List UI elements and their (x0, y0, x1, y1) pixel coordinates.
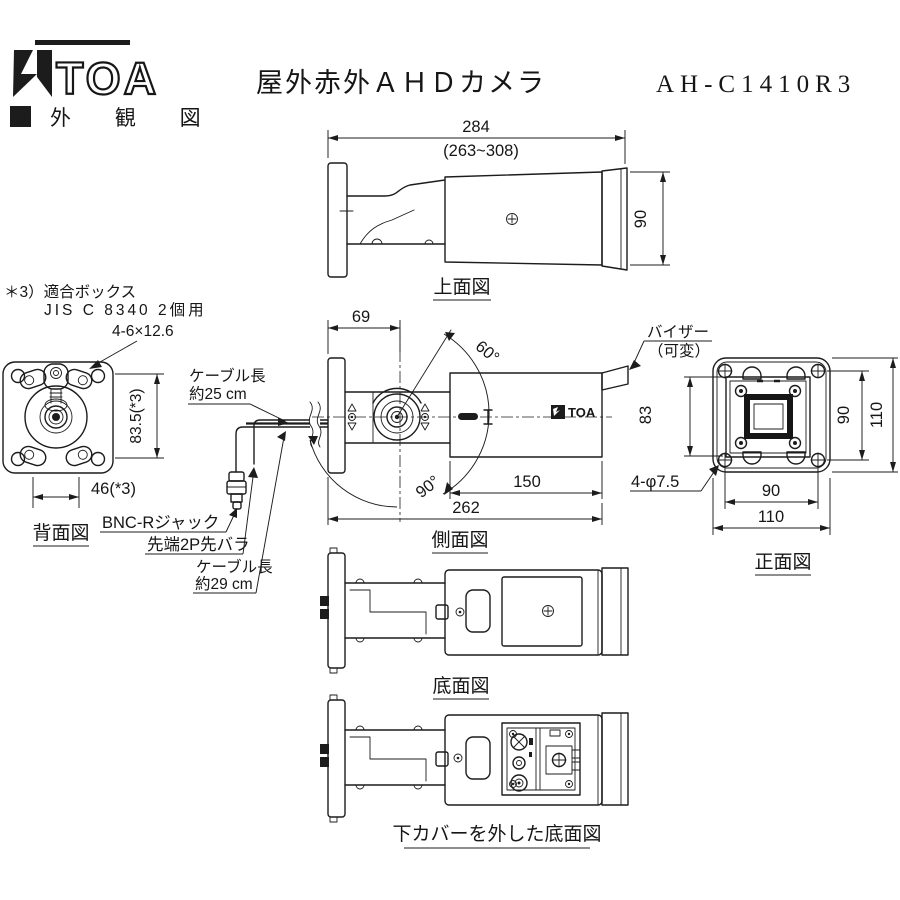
cable2-label-line2: 約29 cm (195, 575, 253, 593)
side-angle-down: 90° (413, 472, 444, 502)
body-logo-text: TOA (568, 405, 596, 420)
front-view: 83 90 110 90 110 4-φ7.5 正面図 (630, 357, 898, 576)
front-view-label: 正面図 (754, 552, 811, 573)
note-block: ＊3）適合ボックス JIS C 8340 2個用 4-6×12.6 (4, 283, 207, 369)
front-dim-outer-v: 110 (868, 402, 886, 428)
adjust-knob (512, 756, 526, 770)
side-wall-plate (327, 357, 346, 474)
side-joint (373, 393, 421, 441)
side-dim-arm: 69 (352, 308, 370, 326)
adjust-knob (510, 733, 528, 751)
top-camera-body (444, 171, 603, 266)
section-square-icon (10, 106, 31, 127)
model-number: AH-C1410R3 (656, 71, 856, 98)
top-visor (601, 167, 628, 271)
cable-assembly: ケーブル長 約25 cm BNC-Rジャック 先端2P先バラ ケーブル長 約29… (100, 366, 329, 594)
side-visor (601, 365, 629, 391)
front-inner-plate (725, 376, 811, 458)
toa-logo-icon: TOA (13, 40, 159, 105)
bottom-cover (501, 576, 583, 647)
top-dim-width: 284 (462, 118, 490, 136)
side-view-label: 側面図 (431, 529, 488, 551)
logo-text: TOA (56, 53, 159, 104)
bottom-visor (601, 567, 629, 656)
top-dim-width-range: (263~308) (443, 142, 519, 160)
note-line1: ＊3）適合ボックス (4, 283, 136, 301)
front-dim-holes-h: 90 (762, 482, 780, 500)
side-camera-body (449, 372, 603, 458)
bottom-view: 底面図 (320, 547, 629, 700)
bnc-label: BNC-Rジャック (102, 513, 219, 532)
top-dim-height: 90 (632, 210, 650, 228)
bottom-camera-body (444, 569, 603, 656)
adjust-marker (420, 403, 430, 431)
cable1-label-line1: ケーブル長 (189, 366, 266, 385)
break-line (316, 401, 322, 448)
front-dim-outer-h: 110 (758, 508, 784, 526)
cable2-label-line1: ケーブル長 (196, 557, 273, 576)
top-view-label: 上面図 (433, 276, 490, 298)
body-marking (458, 413, 478, 420)
side-dim-body: 150 (513, 473, 541, 491)
top-view: 284 (263~308) 90 上面図 (327, 118, 670, 301)
toa-body-logo: TOA (551, 405, 596, 420)
top-wall-plate (327, 162, 348, 278)
side-angle-up: 60° (472, 337, 503, 367)
rear-dim-width: 46(*3) (91, 480, 136, 498)
adjust-knob (510, 774, 528, 792)
header: TOA 外 観 図 屋外赤外ＡＨＤカメラ AH-C1410R3 (10, 40, 856, 130)
adjust-marker (347, 403, 357, 431)
front-corner-holes (717, 363, 826, 468)
front-dim-holes-v: 90 (835, 406, 853, 424)
bottom-open-view: 下カバーを外した底面図 (320, 694, 629, 849)
rear-dim-height: 83.5(*3) (128, 388, 145, 443)
front-lens-window (744, 394, 793, 439)
side-dim-total: 262 (452, 499, 480, 517)
rear-mount-circle (24, 385, 88, 449)
open-compartment (501, 722, 581, 796)
cable1-label-line2: 約25 cm (189, 385, 247, 403)
bottom-open-view-label: 下カバーを外した底面図 (392, 823, 601, 845)
open-wall-plate (327, 699, 346, 818)
bottom-wall-plate (327, 552, 346, 669)
side-view: 69 TOA (308, 308, 712, 554)
note-line3: 4-6×12.6 (112, 323, 174, 340)
page-title: 屋外赤外ＡＨＤカメラ (256, 68, 546, 98)
visor-label-line2: （可変） (648, 342, 710, 360)
visor-label-line1: バイザー (647, 323, 709, 341)
bnc-connector (226, 471, 247, 510)
section-label: 外 観 図 (50, 107, 220, 130)
tip-label: 先端2P先バラ (147, 535, 250, 554)
note-line2: JIS C 8340 2個用 (44, 301, 207, 319)
rear-view: 83.5(*3) 46(*3) 背面図 (2, 361, 164, 547)
front-holes-note: 4-φ7.5 (631, 473, 679, 491)
rear-view-label: 背面図 (32, 522, 89, 544)
front-dim-inner-h: 83 (637, 406, 655, 424)
front-plate (712, 357, 831, 473)
bottom-view-label: 底面図 (432, 675, 489, 697)
rear-plate (2, 361, 114, 474)
open-visor (601, 712, 629, 806)
